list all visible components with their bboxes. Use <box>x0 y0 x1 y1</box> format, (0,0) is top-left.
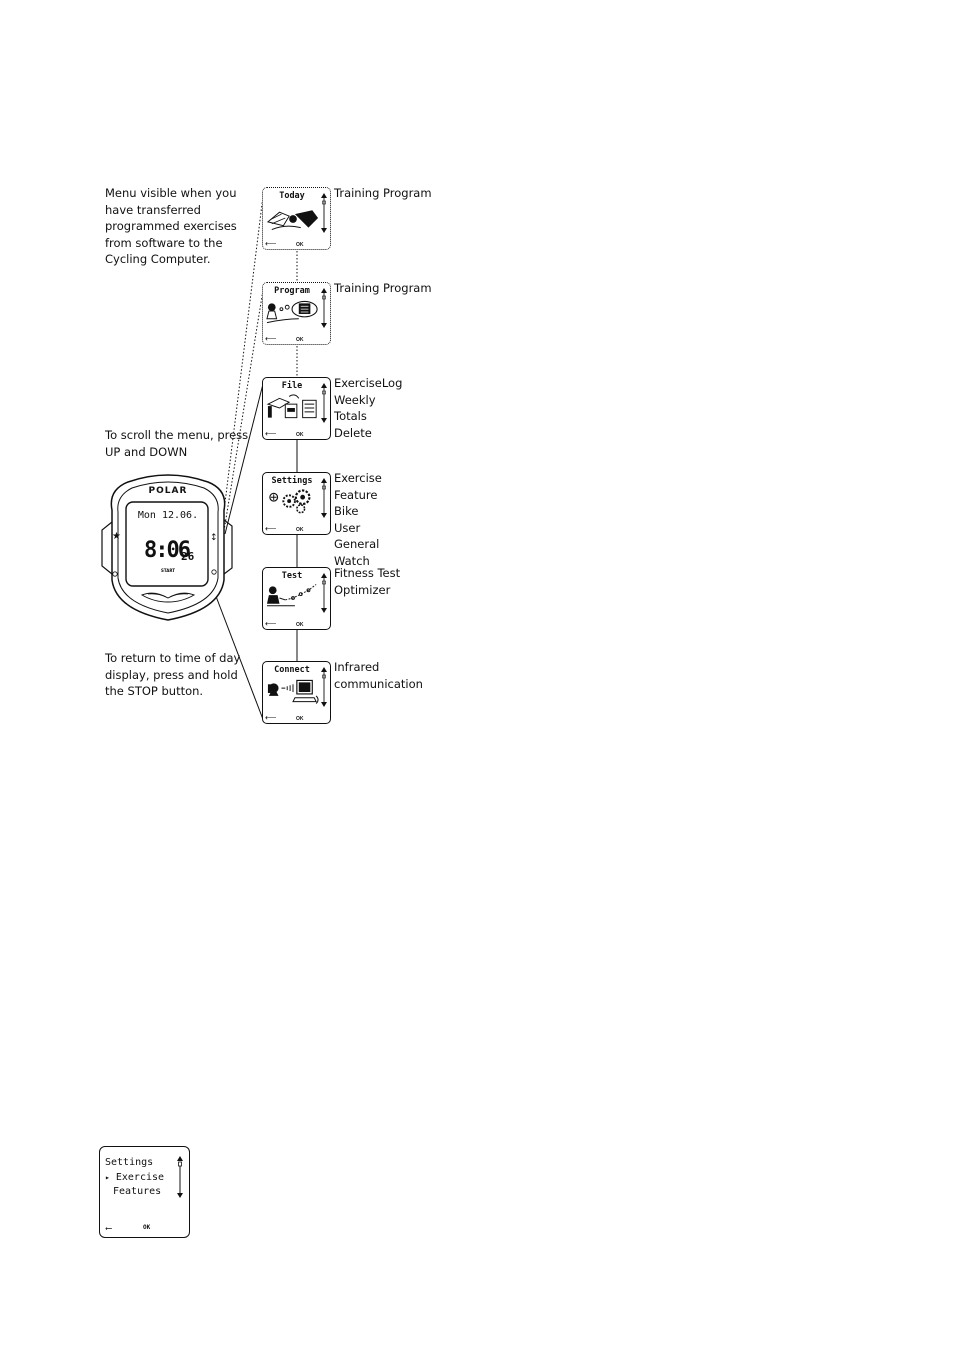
detail-item-label: Features <box>113 1186 162 1197</box>
menu-item-label: Training Program <box>334 186 432 200</box>
menu-item-label: Weekly <box>334 392 376 407</box>
back-arrow-icon: ⟵ <box>106 1224 112 1234</box>
note-line: from software to the <box>105 235 223 250</box>
note-line: UP and DOWN <box>105 444 188 459</box>
menu-item-label: communication <box>334 676 423 691</box>
screen-ok-label: OK <box>296 432 304 438</box>
settings-menu-icon <box>269 489 311 514</box>
menu-items-connect: Infrared communication <box>334 659 423 692</box>
menu-screen-title: Today <box>279 191 305 201</box>
screen-ok-label: OK <box>296 716 304 722</box>
menu-items-today: Training Program <box>334 185 432 202</box>
detail-title: Settings <box>105 1157 154 1168</box>
note-line: the STOP button. <box>105 684 204 698</box>
connect-menu-icon <box>267 679 319 704</box>
watch-start-label: START <box>160 568 176 573</box>
back-arrow-icon: ⟵ <box>265 429 277 438</box>
scroll-arrows-icon <box>177 1156 183 1198</box>
today-menu-icon <box>266 210 319 231</box>
menu-screen-today: Today ⟵ OK <box>262 187 331 250</box>
menu-items-program: Training Program <box>334 280 432 297</box>
menu-screen-title: Program <box>274 286 310 296</box>
menu-item-label: Fitness Test <box>334 566 401 580</box>
back-arrow-icon: ⟵ <box>265 619 277 628</box>
note-return: To return to time of day display, press … <box>105 650 240 700</box>
note-line: Cycling Computer. <box>105 252 211 266</box>
screen-ok-label: OK <box>296 242 304 248</box>
menu-item-label: Bike <box>334 504 359 518</box>
watch-to-today-line <box>221 187 265 528</box>
menu-item-label: Optimizer <box>334 582 391 597</box>
note-line: display, press and hold <box>105 667 238 682</box>
svg-text:↕: ↕ <box>210 533 218 543</box>
watch-seconds: 26 <box>181 550 195 563</box>
menu-item-label: Infrared <box>334 660 380 674</box>
menu-screen-connect: Connect ⟵ OK <box>262 661 331 724</box>
back-arrow-icon: ⟵ <box>265 334 277 343</box>
screen-ok-label: OK <box>296 622 304 628</box>
note-transferred: Menu visible when you have transferred p… <box>105 185 237 268</box>
note-scroll: To scroll the menu, press UP and DOWN <box>105 427 248 460</box>
settings-detail-screen: Settings ▸ Exercise Features ⟵ OK <box>99 1146 190 1238</box>
back-arrow-icon: ⟵ <box>265 713 277 722</box>
watch-brand: POLAR <box>148 486 188 496</box>
screen-ok-label: OK <box>296 527 304 533</box>
menu-screen-settings: Settings ⟵ OK <box>262 472 331 535</box>
watch-body-icon: ★ ↕ <box>101 474 233 621</box>
scroll-arrows-icon <box>321 573 327 613</box>
screen-ok-label: OK <box>296 337 304 343</box>
menu-screen-title: Connect <box>274 665 310 675</box>
detail-item-label: Exercise <box>115 1172 165 1183</box>
menu-screen-title: Test <box>281 571 303 581</box>
detail-item-exercise: ▸ Exercise <box>105 1171 164 1185</box>
detail-item-features: Features <box>113 1185 161 1199</box>
menu-screen-title: Settings <box>271 476 313 486</box>
watch-to-connect-line <box>208 577 265 723</box>
svg-text:★: ★ <box>112 531 121 542</box>
watch-to-file-line <box>224 379 265 535</box>
watch-date: Mon 12.06. <box>137 510 199 521</box>
menu-item-label: User <box>334 520 361 535</box>
menu-item-label: Feature <box>334 487 378 502</box>
menu-screen-title: File <box>281 381 303 391</box>
menu-item-label: Training Program <box>334 281 432 295</box>
scroll-arrows-icon <box>321 193 327 233</box>
test-menu-icon <box>266 584 317 607</box>
note-line: To return to time of day <box>105 651 241 665</box>
note-line: have transferred <box>105 202 201 217</box>
note-line: Menu visible when you <box>105 186 237 200</box>
back-arrow-icon: ⟵ <box>265 524 277 533</box>
file-menu-icon <box>266 394 317 419</box>
menu-item-label: Delete <box>334 425 372 440</box>
menu-screen-program: Program ⟵ OK <box>262 282 331 345</box>
menu-item-label: ExerciseLog <box>334 376 403 390</box>
program-menu-icon <box>266 300 318 324</box>
cycling-computer-illustration: ★ ↕ POLAR Mon 12.06. 8:06 26 START <box>98 470 238 630</box>
scroll-arrows-icon <box>321 478 327 518</box>
scroll-arrows-icon <box>321 288 327 328</box>
detail-ok-label: OK <box>143 1224 151 1231</box>
menu-item-label: General <box>334 537 380 551</box>
menu-item-label: Exercise <box>334 471 382 485</box>
scroll-arrows-icon <box>321 383 327 423</box>
watch-time: 8:06 <box>144 538 191 563</box>
selected-marker-icon: ▸ <box>105 1173 110 1182</box>
note-line: programmed exercises <box>105 219 237 233</box>
scroll-arrows-icon <box>321 667 327 707</box>
menu-screen-test: Test ⟵ OK <box>262 567 331 630</box>
menu-screen-file: File ⟵ OK <box>262 377 331 440</box>
note-line: To scroll the menu, press <box>105 428 249 442</box>
menu-item-label: Watch <box>334 553 370 568</box>
menu-item-label: Totals <box>334 409 367 423</box>
back-arrow-icon: ⟵ <box>265 239 277 248</box>
